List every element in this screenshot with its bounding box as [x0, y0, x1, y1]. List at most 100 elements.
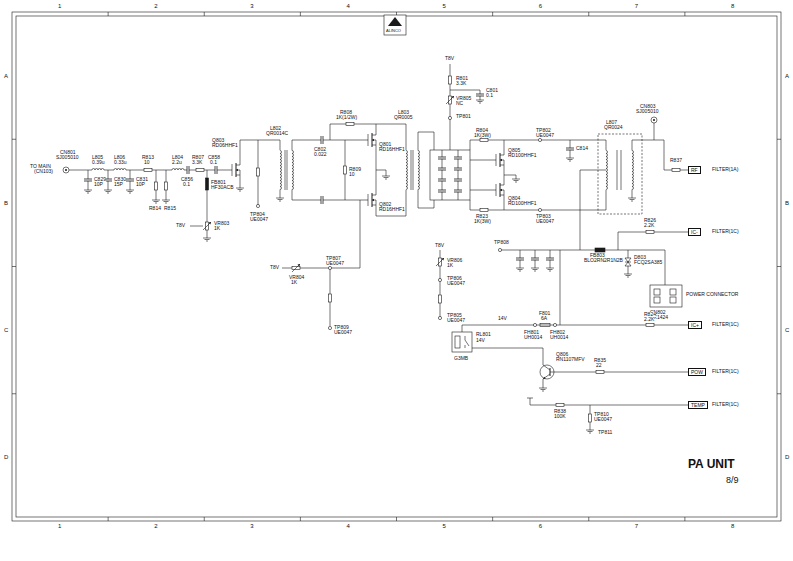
connector-pin — [670, 297, 676, 303]
resistor-symbol — [346, 123, 354, 126]
part-label: C814 — [576, 146, 588, 151]
wiper-arrow-head — [452, 96, 455, 99]
part-label: UE0047 — [536, 219, 554, 224]
ground-line — [152, 200, 160, 201]
wire-gap — [321, 195, 323, 205]
mosfet-symbol — [232, 160, 240, 180]
capacitor-symbol — [437, 190, 447, 192]
inductor-winding — [292, 151, 294, 190]
part-label: 3.3K — [192, 160, 202, 165]
capacitor-plate — [187, 166, 188, 174]
signal-name: TEMP — [691, 402, 705, 409]
ground-symbol — [382, 174, 390, 179]
part-label: UE0047 — [536, 133, 554, 138]
inductor-symbol — [92, 169, 104, 172]
part-label: 10P — [136, 182, 145, 187]
capacitor-plate — [566, 150, 574, 151]
wire — [450, 64, 451, 150]
source-lead — [372, 205, 376, 210]
ground-symbol — [566, 156, 574, 161]
relay-coil — [455, 336, 460, 348]
connector-pin — [670, 289, 676, 295]
wire — [632, 123, 654, 151]
capacitor-plate — [321, 136, 322, 144]
inductor-symbol — [279, 151, 282, 190]
part-label: RD100HHF1 — [508, 153, 537, 158]
thermistor-symbol — [589, 414, 592, 422]
transformer-core — [413, 150, 414, 190]
option-dashed-frame — [598, 134, 642, 214]
ground-line — [541, 389, 546, 390]
capacitor-plate — [531, 260, 539, 261]
ground-line — [479, 103, 481, 104]
part-label: POWER CONNECTOR — [686, 292, 738, 297]
zone-index: A — [4, 73, 8, 79]
capacitor-symbol — [437, 168, 447, 170]
ground-symbol — [152, 198, 160, 203]
ground-line — [126, 190, 134, 191]
drain-lead — [372, 190, 376, 195]
zone-tick — [684, 517, 685, 521]
ground-symbol — [84, 188, 92, 193]
wire-gap — [453, 179, 463, 181]
wire-gap — [405, 151, 407, 190]
ground-line — [586, 430, 594, 431]
part-label: ALINCO — [386, 29, 401, 33]
capacitor-plate — [454, 190, 462, 191]
collector-lead — [543, 365, 550, 370]
capacitor-symbol — [515, 258, 525, 260]
logo-frame — [384, 15, 406, 35]
relay-body — [452, 332, 472, 352]
inductor-winding — [418, 151, 420, 190]
resistor-symbol — [439, 295, 442, 303]
part-label: TP801 — [456, 114, 471, 119]
resistor-symbol — [480, 209, 488, 212]
part-label: T8V — [435, 243, 444, 248]
wire — [550, 372, 688, 373]
mosfet-symbol — [368, 190, 376, 210]
capacitor-symbol — [453, 190, 463, 192]
capacitor-bank-frame — [430, 150, 470, 200]
capacitor-plate — [454, 159, 462, 160]
ground-line — [238, 189, 243, 190]
part-label: 2.2K — [644, 317, 654, 322]
wire-gap — [565, 148, 575, 150]
zone-index: 6 — [539, 523, 542, 529]
part-label: 10 — [349, 172, 355, 177]
capacitor-symbol — [437, 157, 447, 159]
part-label: RD06HHF1 — [212, 143, 238, 148]
part-label: (CN103) — [34, 169, 53, 174]
part-label: 6A — [541, 316, 547, 321]
ground-line — [514, 180, 519, 181]
zone-index: 4 — [346, 3, 349, 9]
capacitor-plate — [454, 168, 462, 169]
ground-line — [539, 388, 547, 389]
capacitor-plate — [546, 258, 554, 259]
part-label: G3MB — [454, 356, 468, 361]
part-label: 22 — [596, 363, 602, 368]
capacitor-plate — [438, 192, 446, 193]
ground-symbol — [162, 198, 170, 203]
part-label: 2.2u — [172, 160, 182, 165]
ground-symbol — [546, 266, 554, 271]
inductor-winding — [172, 169, 184, 171]
capacitor-symbol — [321, 135, 323, 145]
ground-line — [531, 268, 539, 269]
part-label: 1K(3W) — [474, 133, 491, 138]
logo-mark — [388, 17, 402, 26]
wire-gap — [453, 190, 463, 192]
channel-arrow — [500, 159, 502, 161]
wire-gap — [215, 165, 217, 175]
part-label: FILTER(1C) — [712, 402, 739, 407]
zone-tick — [777, 139, 781, 140]
ground-line — [568, 159, 573, 160]
wire — [292, 140, 368, 151]
part-label: FILTER(1C) — [712, 229, 739, 234]
wire — [282, 200, 360, 268]
signal-flag: IC+ — [688, 321, 702, 330]
signal-flag: POW — [688, 368, 706, 377]
test-point — [498, 248, 501, 251]
ground-symbol — [203, 236, 211, 241]
wire — [440, 250, 441, 318]
